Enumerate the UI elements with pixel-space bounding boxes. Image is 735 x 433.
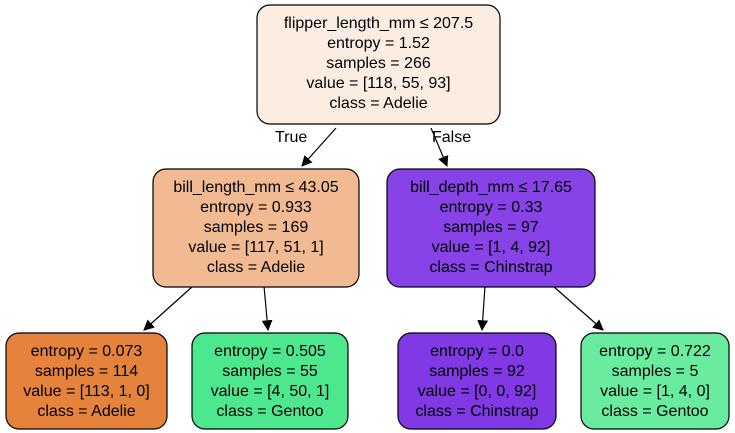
- edge-left-leftright: [261, 285, 273, 332]
- node-left-left-samples: samples = 114: [35, 363, 138, 380]
- edge-label-true: True: [275, 129, 307, 146]
- node-right-right-value: value = [1, 4, 0]: [600, 383, 710, 400]
- edge-root-left: [301, 127, 337, 167]
- edge-right-rightleft: [477, 285, 489, 332]
- node-right-samples: samples = 97: [443, 219, 539, 236]
- edge-label-false: False: [432, 129, 471, 146]
- node-root-samples: samples = 266: [326, 55, 431, 72]
- node-right-value: value = [1, 4, 92]: [432, 239, 551, 256]
- node-left-samples: samples = 169: [204, 219, 309, 236]
- node-left-left-entropy: entropy = 0.073: [31, 343, 143, 360]
- node-left-right-samples: samples = 55: [222, 363, 318, 380]
- node-left: bill_length_mm ≤ 43.05 entropy = 0.933 s…: [152, 168, 360, 288]
- node-left-right-class: class = Gentoo: [216, 403, 323, 420]
- edge-root-right: [430, 127, 449, 167]
- node-left-entropy: entropy = 0.933: [200, 199, 312, 216]
- node-right-right-entropy: entropy = 0.722: [599, 343, 711, 360]
- edges: [143, 127, 604, 332]
- node-left-left-class: class = Adelie: [37, 403, 135, 420]
- node-right-left-entropy: entropy = 0.0: [430, 343, 524, 360]
- node-root-value: value = [118, 55, 93]: [306, 75, 450, 92]
- node-right-class: class = Chinstrap: [429, 259, 552, 276]
- node-root-entropy: entropy = 1.52: [327, 35, 430, 52]
- node-right-entropy: entropy = 0.33: [440, 199, 543, 216]
- node-right-right: entropy = 0.722 samples = 5 value = [1, …: [580, 332, 730, 430]
- node-left-right-entropy: entropy = 0.505: [214, 343, 326, 360]
- node-root-condition: flipper_length_mm ≤ 207.5: [284, 15, 473, 32]
- node-right-left-value: value = [0, 0, 92]: [418, 383, 537, 400]
- node-right: bill_depth_mm ≤ 17.65 entropy = 0.33 sam…: [386, 168, 596, 288]
- node-left-condition: bill_length_mm ≤ 43.05: [173, 179, 338, 196]
- edge-right-rightright: [552, 285, 604, 331]
- node-left-left: entropy = 0.073 samples = 114 value = [1…: [5, 332, 168, 430]
- node-root-class: class = Adelie: [329, 95, 427, 112]
- node-root: flipper_length_mm ≤ 207.5 entropy = 1.52…: [256, 4, 501, 125]
- node-right-left-samples: samples = 92: [429, 363, 525, 380]
- node-left-class: class = Adelie: [207, 259, 305, 276]
- node-right-left-class: class = Chinstrap: [415, 403, 538, 420]
- node-right-left: entropy = 0.0 samples = 92 value = [0, 0…: [397, 332, 557, 430]
- node-left-right: entropy = 0.505 samples = 55 value = [4,…: [191, 332, 349, 430]
- node-right-condition: bill_depth_mm ≤ 17.65: [410, 179, 572, 196]
- node-right-right-samples: samples = 5: [612, 363, 699, 380]
- edge-left-leftleft: [143, 285, 194, 331]
- node-left-right-value: value = [4, 50, 1]: [211, 383, 330, 400]
- node-right-right-class: class = Gentoo: [601, 403, 708, 420]
- node-left-left-value: value = [113, 1, 0]: [23, 383, 149, 400]
- node-left-value: value = [117, 51, 1]: [188, 239, 323, 256]
